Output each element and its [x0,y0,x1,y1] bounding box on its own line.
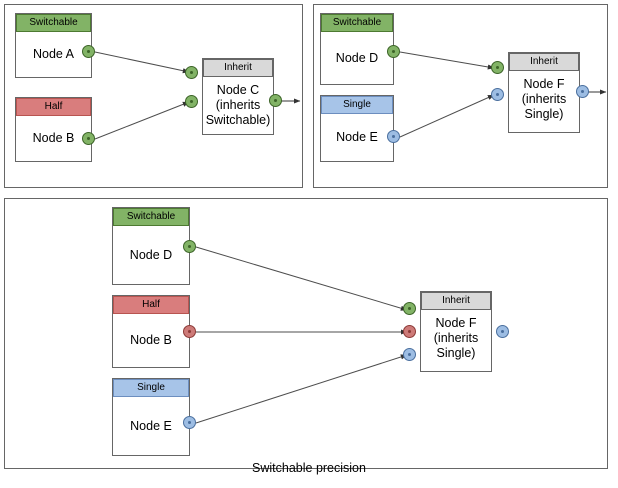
node-f-bottom[interactable]: Inherit Node F (inherits Single) [420,291,492,372]
node-a-body: Node A [32,47,74,61]
node-d-bottom-header: Switchable [113,208,189,226]
node-e-body: Node E [336,130,378,144]
port-node-c-in-switchable[interactable] [185,66,198,79]
node-f-header: Inherit [509,53,579,71]
node-c[interactable]: Inherit Node C (inherits Switchable) [202,58,274,135]
node-a[interactable]: Switchable Node A [15,13,92,78]
node-d-bottom-body: Node D [129,247,173,262]
node-b-bottom[interactable]: Half Node B [112,295,190,368]
port-node-f-bottom-in-single[interactable] [403,348,416,361]
node-a-header: Switchable [16,14,91,32]
node-e-header: Single [321,96,393,114]
port-node-f-bottom-in-half[interactable] [403,325,416,338]
node-c-body: Node C (inherits Switchable) [205,83,271,127]
node-c-header: Inherit [203,59,273,77]
node-e-bottom-body: Node E [130,418,172,433]
port-node-c-out[interactable] [269,94,282,107]
port-node-f-out[interactable] [576,85,589,98]
node-e-bottom-header: Single [113,379,189,397]
node-d-body: Node D [335,50,379,65]
node-f[interactable]: Inherit Node F (inherits Single) [508,52,580,133]
node-f-bottom-body: Node F (inherits Single) [433,316,479,360]
node-f-body: Node F (inherits Single) [521,77,567,121]
port-node-b-bottom-out[interactable] [183,325,196,338]
node-b-header: Half [16,98,91,116]
node-b-body: Node B [32,131,75,145]
node-e[interactable]: Single Node E [320,95,394,162]
node-b-bottom-body: Node B [130,333,172,347]
node-b[interactable]: Half Node B [15,97,92,162]
port-node-f-in-single[interactable] [491,88,504,101]
node-d[interactable]: Switchable Node D [320,13,394,85]
port-node-c-in-half[interactable] [185,95,198,108]
port-node-f-in-switchable[interactable] [491,61,504,74]
port-node-e-out[interactable] [387,130,400,143]
port-node-d-out[interactable] [387,45,400,58]
panel-bottom [4,198,608,469]
node-b-bottom-header: Half [113,296,189,314]
port-node-e-bottom-out[interactable] [183,416,196,429]
node-f-bottom-header: Inherit [421,292,491,310]
node-d-bottom[interactable]: Switchable Node D [112,207,190,285]
node-d-header: Switchable [321,14,393,32]
port-node-a-out[interactable] [82,45,95,58]
port-node-f-bottom-out[interactable] [496,325,509,338]
port-node-d-bottom-out[interactable] [183,240,196,253]
port-node-b-out[interactable] [82,132,95,145]
node-e-bottom[interactable]: Single Node E [112,378,190,456]
diagram-caption: Switchable precision [252,461,366,475]
port-node-f-bottom-in-switchable[interactable] [403,302,416,315]
